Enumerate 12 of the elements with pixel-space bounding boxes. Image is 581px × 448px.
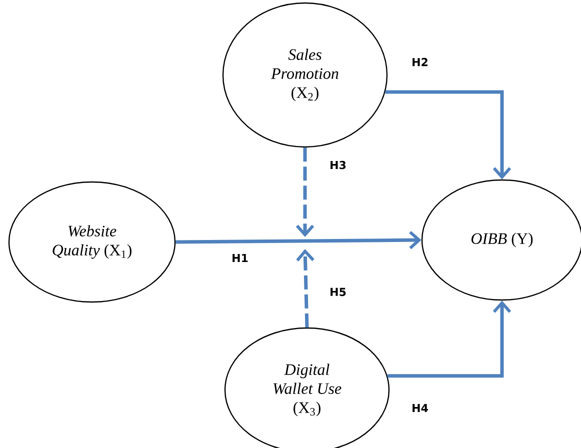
edge-label: H2	[410, 56, 430, 68]
edge-label: H1	[230, 253, 250, 263]
edge-label: H3	[328, 160, 348, 170]
arrow	[387, 300, 512, 378]
arrow	[176, 230, 422, 250]
arrow	[296, 249, 314, 328]
edge-label: H4	[410, 403, 430, 413]
ellipse-node: Website Quality (X$_{1}$)	[8, 181, 176, 303]
arrow	[296, 148, 314, 237]
edge-label: H5	[328, 286, 348, 298]
ellipse-node: Sales Promotion (X$_{2}$)	[222, 2, 388, 148]
arrow	[385, 90, 512, 180]
